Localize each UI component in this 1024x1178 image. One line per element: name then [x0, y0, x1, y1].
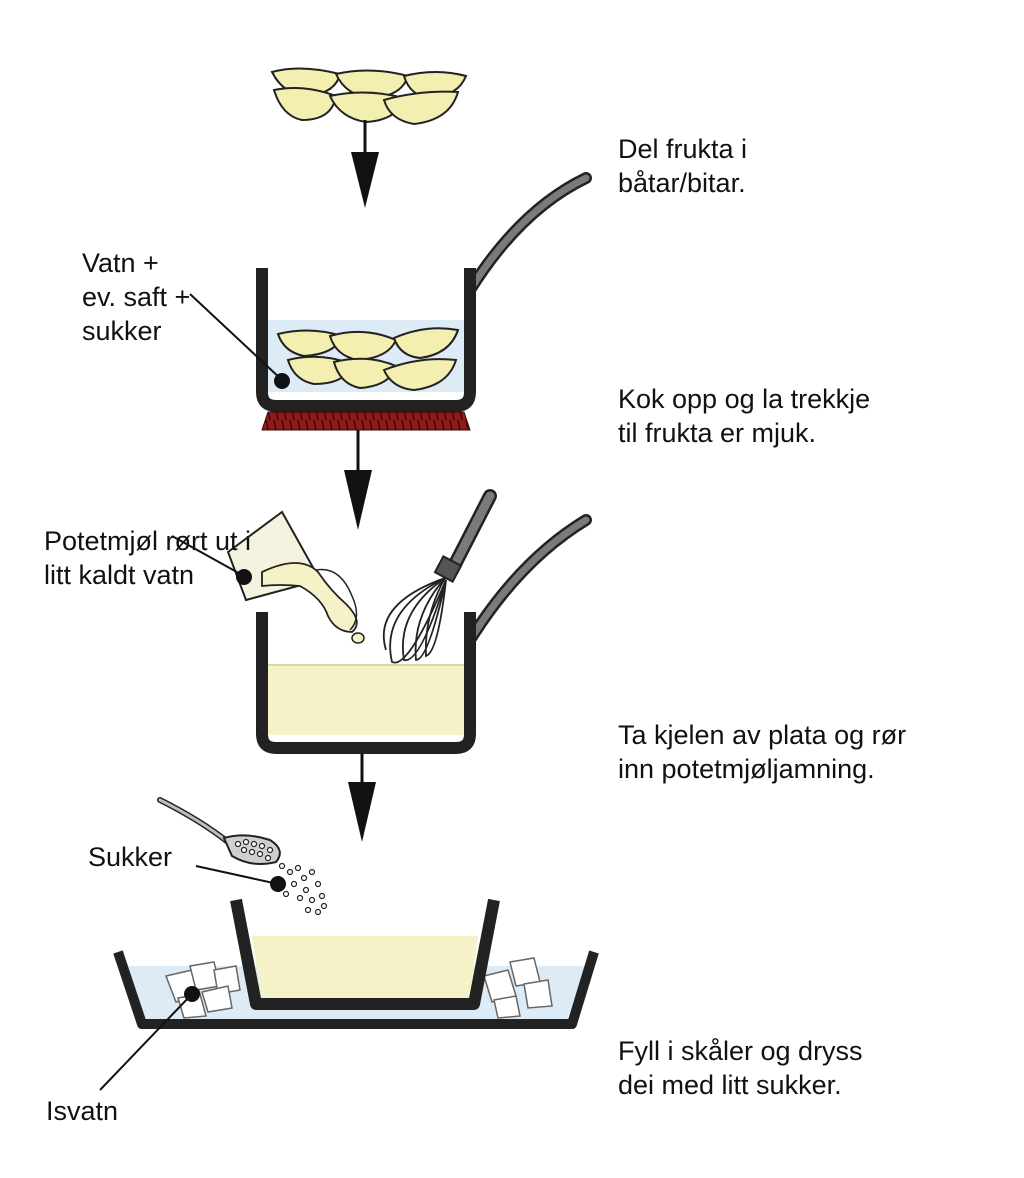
icewater-label: Isvatn: [46, 1096, 119, 1126]
spoon-with-sugar: [157, 797, 281, 865]
falling-sugar: [278, 862, 328, 916]
hotplate: [261, 411, 471, 431]
starch-pointer-dot: [236, 569, 252, 585]
water-label: Vatn +ev. saft +sukker: [82, 248, 191, 346]
arrow-down-3: [348, 752, 376, 842]
sugar-label: Sukker: [88, 842, 173, 872]
fruit-wedges-pile: [270, 67, 468, 126]
arrow-down-2: [344, 430, 372, 530]
water-pointer-dot: [274, 373, 290, 389]
pot-boiling: [256, 172, 592, 431]
arrow-down-1: [351, 120, 379, 208]
whisk: [382, 489, 497, 664]
ice-cubes: [164, 957, 553, 1019]
pot-body: [256, 268, 476, 412]
pot-sauce: [268, 665, 464, 735]
fruit-in-pot: [276, 327, 460, 392]
icewater-pointer-dot: [184, 986, 200, 1002]
serving-bowl: [230, 898, 500, 1010]
pot-handle: [464, 172, 592, 296]
pot-thickening: [256, 514, 592, 754]
sugar-pointer-dot: [270, 876, 286, 892]
